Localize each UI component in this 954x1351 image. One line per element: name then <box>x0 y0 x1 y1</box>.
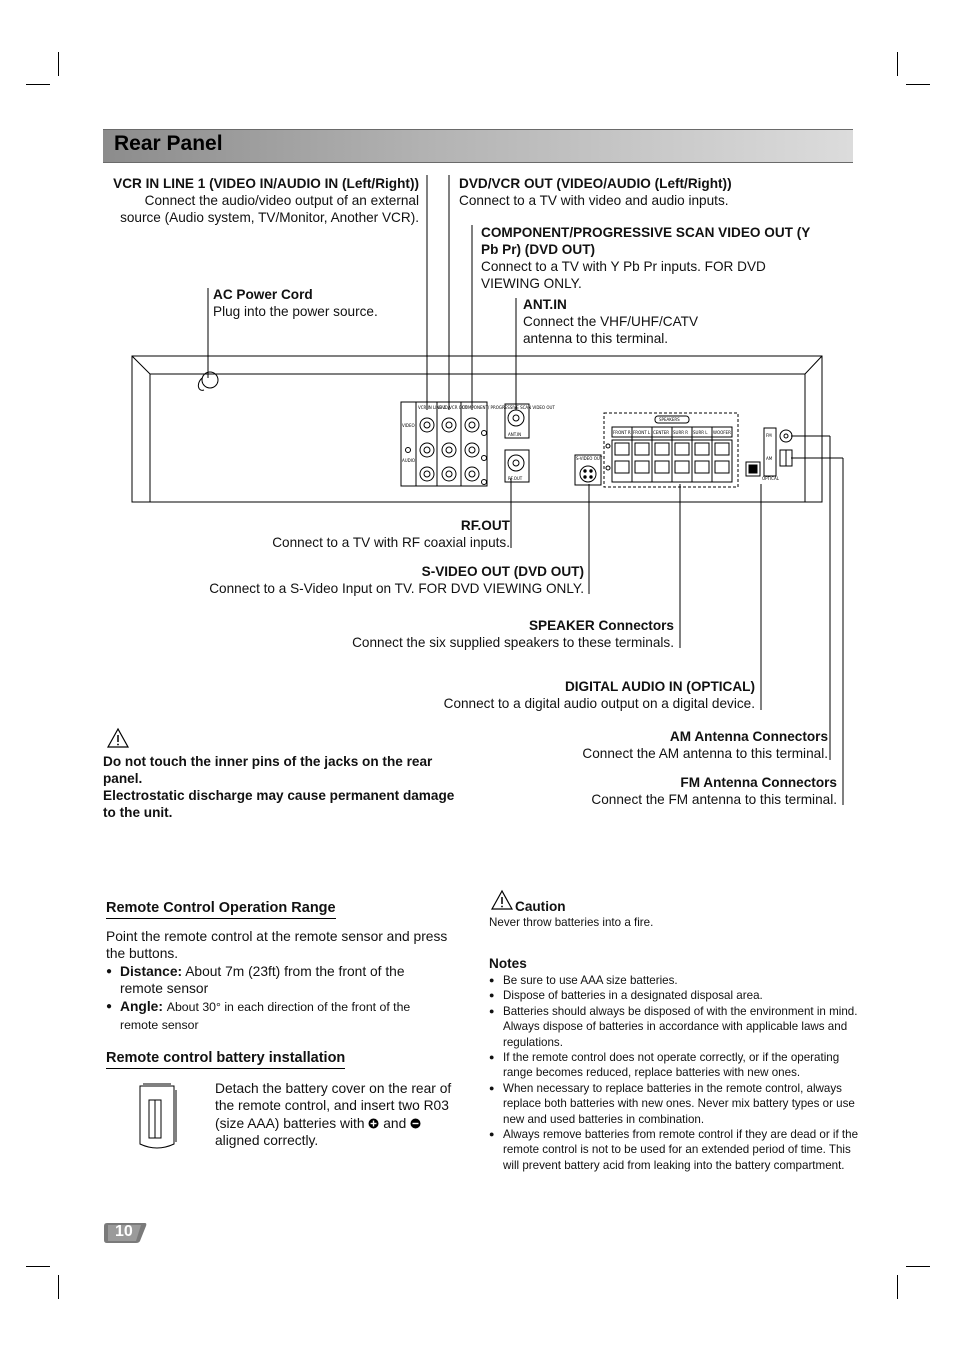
warning-line: Do not touch the inner pins of the jacks… <box>103 754 433 786</box>
callout-text: Connect to a TV with Y Pb Pr inputs. FOR… <box>481 259 766 291</box>
list-item: If the remote control does not operate c… <box>489 1050 859 1081</box>
callout-title: S-VIDEO OUT (DVD OUT) <box>421 564 584 579</box>
section-title-battery: Remote control battery installation <box>106 1050 346 1069</box>
list-item: Be sure to use AAA size batteries. <box>489 973 859 989</box>
panel-label-audio: AUDIO <box>402 458 415 463</box>
crop-mark <box>897 1275 898 1299</box>
panel-label-component: COMPONENT/ PROGRESSIVE SCAN VIDEO OUT <box>462 405 555 410</box>
callout-text: Connect the audio/video output of an ext… <box>120 193 419 225</box>
callout-title: AC Power Cord <box>213 287 313 302</box>
callout-text: Connect the VHF/UHF/CATV antenna to this… <box>523 314 699 346</box>
list-item: Distance: About 7m (23ft) from the front… <box>106 963 451 998</box>
callout-text: Connect the FM antenna to this terminal. <box>591 792 837 807</box>
angle-text: About 30° in each direction of the front… <box>120 999 411 1033</box>
callout-title: SPEAKER Connectors <box>528 618 674 633</box>
list-item: Always remove batteries from remote cont… <box>489 1127 859 1173</box>
callout-title: RF.OUT <box>460 518 510 533</box>
caution-title: Caution <box>515 899 566 914</box>
distance-text: About 7m (23ft) from the front of the re… <box>120 963 405 997</box>
panel-label-dvd-vcr: DVD/VCR OUT <box>439 405 468 410</box>
battery-instructions: Detach the battery cover on the rear of … <box>215 1080 467 1150</box>
remote-range-intro: Point the remote control at the remote s… <box>106 929 448 962</box>
crop-mark <box>58 52 59 76</box>
speaker-term-label: WOOFER <box>713 430 731 435</box>
panel-label-am: AM <box>766 456 773 461</box>
panel-label-video: VIDEO <box>402 423 415 428</box>
callout-ant-in: ANT.IN Connect the VHF/UHF/CATV antenna … <box>523 296 723 347</box>
callout-text: Connect the AM antenna to this terminal. <box>582 746 828 761</box>
battery-text: aligned correctly. <box>215 1133 319 1149</box>
notes-title: Notes <box>489 956 527 971</box>
panel-label-fm: FM <box>766 433 772 438</box>
callout-dvd-vcr-out: DVD/VCR OUT (VIDEO/AUDIO (Left/Right)) C… <box>459 175 809 209</box>
warning-line: Electrostatic discharge may cause perman… <box>103 788 455 820</box>
crop-mark <box>58 1275 59 1299</box>
callout-vcr-in: VCR IN LINE 1 (VIDEO IN/AUDIO IN (Left/R… <box>110 175 419 226</box>
battery-text: Detach the battery cover on the rear of … <box>215 1081 452 1131</box>
callout-text: Plug into the power source. <box>213 304 378 319</box>
list-item: Angle: About 30° in each direction of th… <box>106 998 451 1035</box>
callout-title: VCR IN LINE 1 (VIDEO IN/AUDIO IN (Left/R… <box>113 176 419 191</box>
speaker-term-label: SURR L <box>693 430 708 435</box>
speaker-term-label: FRONT R <box>613 430 631 435</box>
rear-panel-diagram: VCR IN LINE 1 DVD/VCR OUT COMPONENT/ PRO… <box>106 175 844 805</box>
section-title-remote-range: Remote Control Operation Range <box>106 900 336 919</box>
crop-mark <box>26 84 50 85</box>
list-item: When necessary to replace batteries in t… <box>489 1081 859 1127</box>
callout-am-antenna: AM Antenna Connectors Connect the AM ant… <box>520 728 828 762</box>
callout-ac-power: AC Power Cord Plug into the power source… <box>213 286 413 320</box>
callout-title: FM Antenna Connectors <box>680 775 837 790</box>
plus-icon <box>368 1118 379 1129</box>
panel-label-rf-out: RF.OUT <box>508 476 523 481</box>
page-title: Rear Panel <box>114 132 223 155</box>
warning-icon <box>106 727 130 748</box>
callout-text: Connect to a TV with RF coaxial inputs. <box>272 535 510 550</box>
list-item: Dispose of batteries in a designated dis… <box>489 988 859 1004</box>
callout-title: COMPONENT/PROGRESSIVE SCAN VIDEO OUT (Y … <box>481 225 811 257</box>
callout-text: Connect the six supplied speakers to the… <box>352 635 674 650</box>
static-warning: Do not touch the inner pins of the jacks… <box>103 753 465 821</box>
section-banner: Rear Panel <box>103 129 853 163</box>
caution-text: Never throw batteries into a fire. <box>489 916 654 929</box>
page-number: 10 <box>115 1223 133 1240</box>
speaker-term-label: CENTER <box>653 430 669 435</box>
panel-label-ant-in: ANT.IN <box>508 432 521 437</box>
remote-range-list: Distance: About 7m (23ft) from the front… <box>106 963 451 1035</box>
crop-mark <box>26 1266 50 1267</box>
crop-mark <box>906 1266 930 1267</box>
panel-label-optical: OPTICAL <box>762 476 780 481</box>
callout-text: Connect to a digital audio output on a d… <box>443 696 755 711</box>
minus-icon <box>410 1118 421 1129</box>
remote-range-body: Point the remote control at the remote s… <box>106 928 451 1034</box>
angle-label: Angle: <box>120 998 163 1014</box>
speaker-term-label: FRONT L <box>633 430 651 435</box>
callout-svideo: S-VIDEO OUT (DVD OUT) Connect to a S-Vid… <box>160 563 584 597</box>
callout-fm-antenna: FM Antenna Connectors Connect the FM ant… <box>530 774 837 808</box>
crop-mark <box>906 84 930 85</box>
callout-component: COMPONENT/PROGRESSIVE SCAN VIDEO OUT (Y … <box>481 224 826 292</box>
speaker-term-label: SURR R <box>673 430 688 435</box>
callout-speaker: SPEAKER Connectors Connect the six suppl… <box>300 617 674 651</box>
panel-label-svideo: S-VIDEO OUT <box>576 456 603 461</box>
callout-rf-out: RF.OUT Connect to a TV with RF coaxial i… <box>210 517 510 551</box>
notes-list: Be sure to use AAA size batteries. Dispo… <box>489 973 859 1173</box>
remote-battery-illustration <box>139 1083 177 1149</box>
callout-title: AM Antenna Connectors <box>669 729 828 744</box>
caution-icon <box>490 889 514 910</box>
crop-mark <box>897 52 898 76</box>
panel-label-speakers: SPEAKERS <box>659 417 680 422</box>
callout-title: DIGITAL AUDIO IN (OPTICAL) <box>564 679 755 694</box>
callout-text: Connect to a TV with video and audio inp… <box>459 193 729 208</box>
callout-title: DVD/VCR OUT (VIDEO/AUDIO (Left/Right)) <box>459 176 732 191</box>
callout-text: Connect to a S-Video Input on TV. FOR DV… <box>209 581 584 596</box>
distance-label: Distance: <box>120 963 183 979</box>
list-item: Batteries should always be disposed of w… <box>489 1004 859 1050</box>
and-word: and <box>383 1115 407 1131</box>
panel-label-vcr-in: VCR IN LINE 1 <box>418 405 446 410</box>
callout-title: ANT.IN <box>523 297 567 312</box>
callout-digital-audio: DIGITAL AUDIO IN (OPTICAL) Connect to a … <box>380 678 755 712</box>
page-number-badge: 10 <box>103 1221 147 1245</box>
